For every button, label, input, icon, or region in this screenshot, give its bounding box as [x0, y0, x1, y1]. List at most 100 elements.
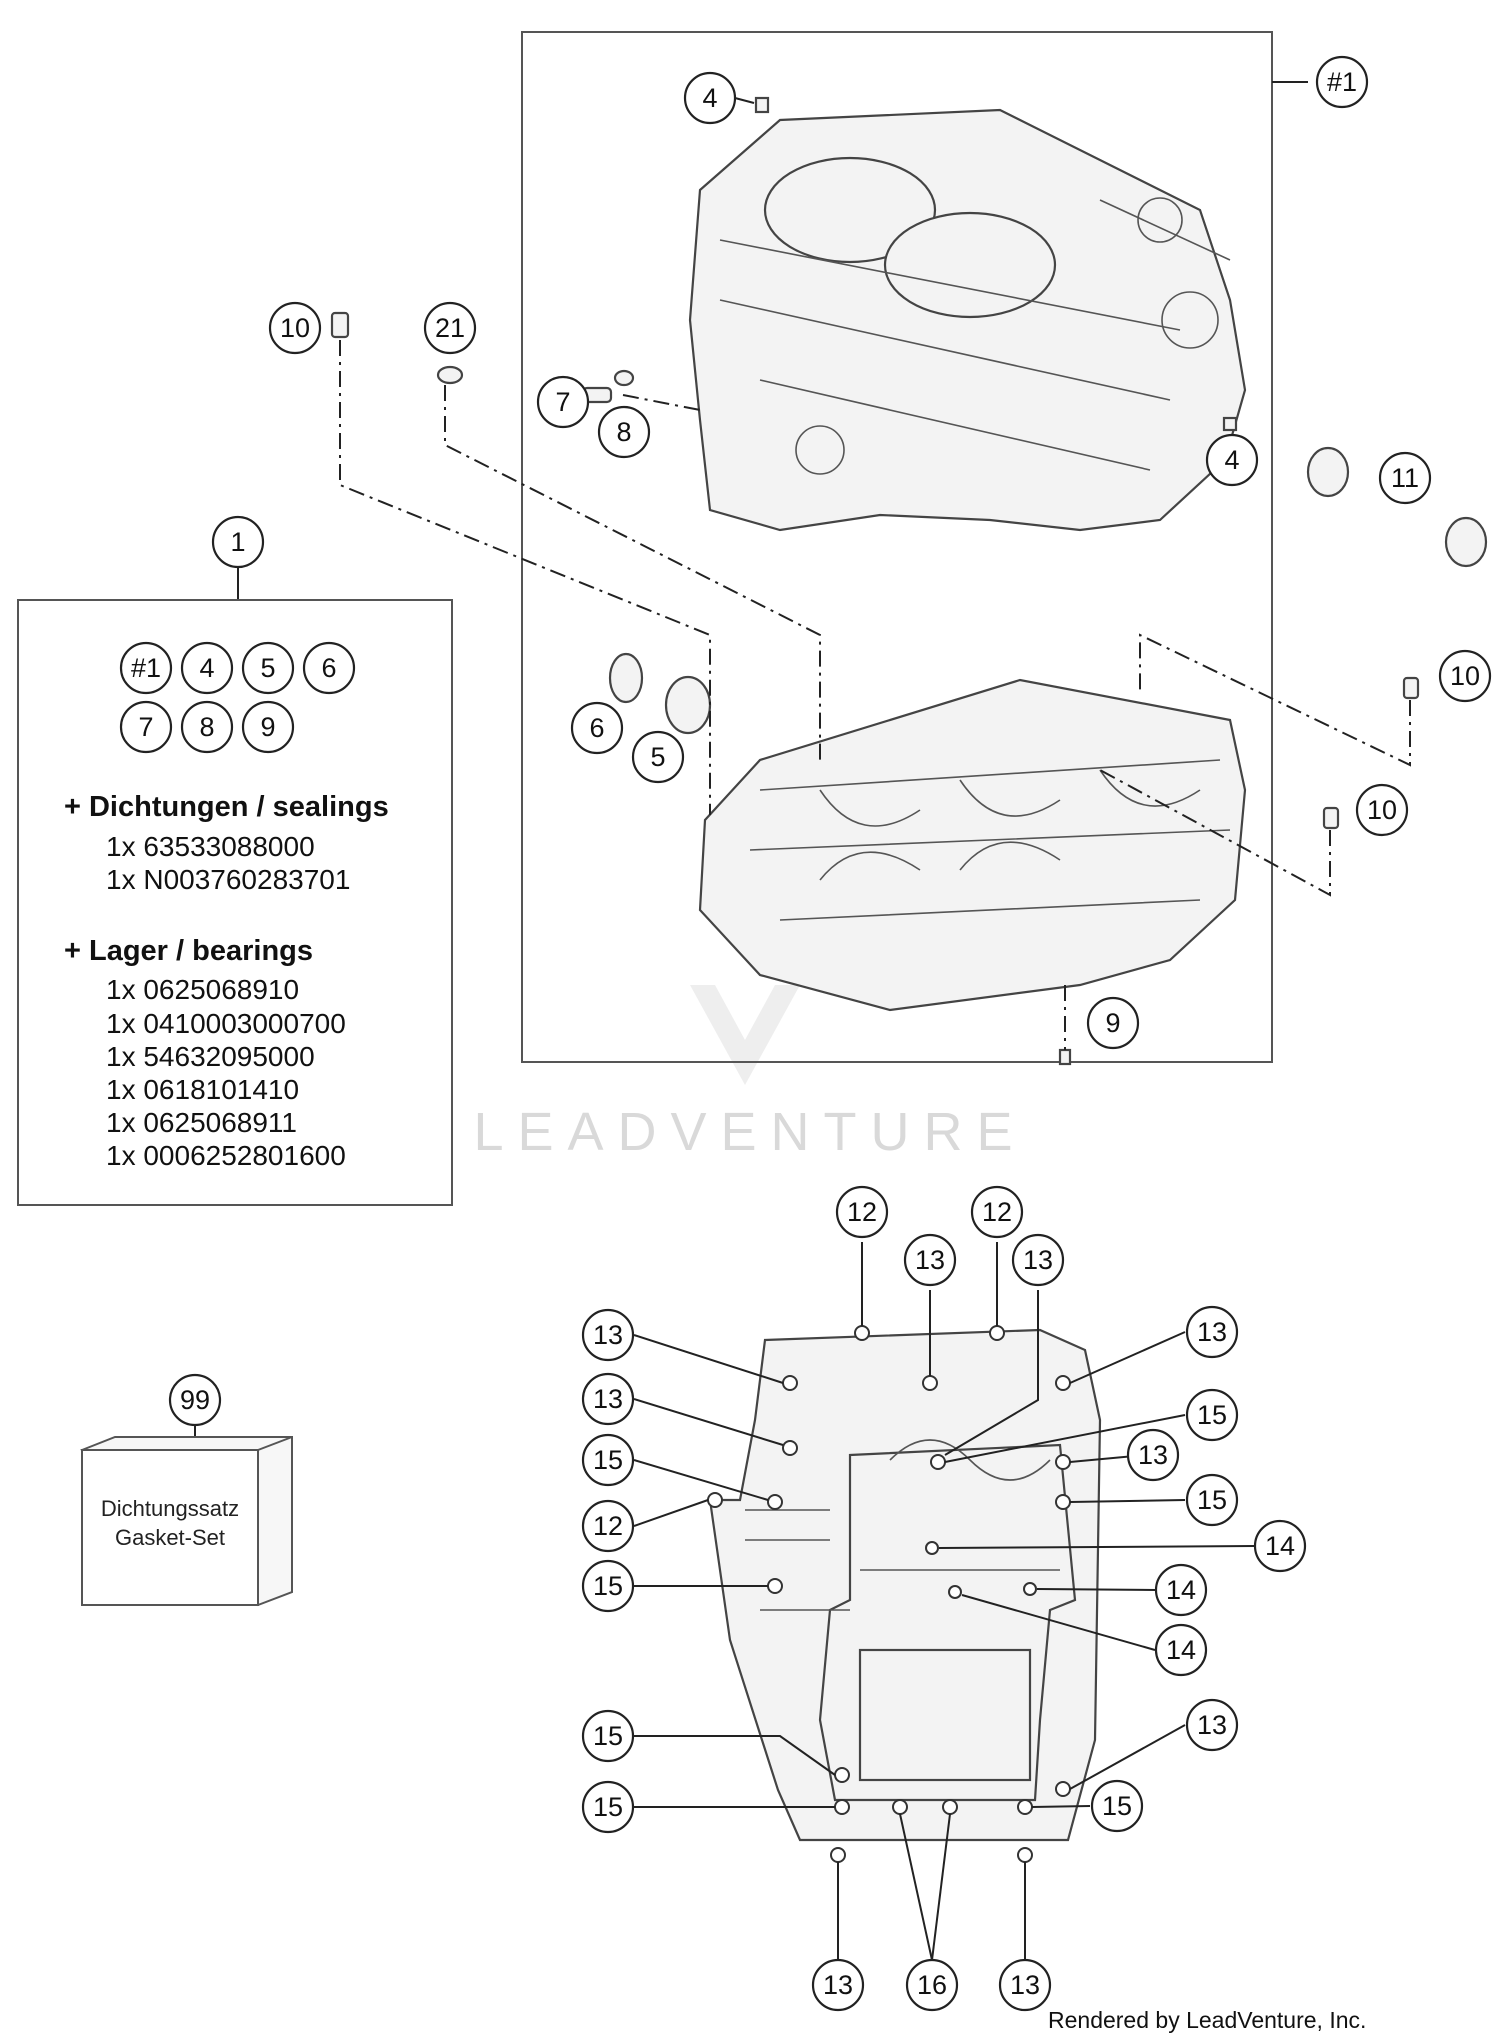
svg-text:12: 12 [847, 1197, 877, 1227]
callout-13-right-1: 13 [1185, 1305, 1239, 1359]
gasket-box-icon [80, 1436, 293, 1607]
bolt-13-icon [830, 1847, 846, 1863]
sealing-item: 1x N003760283701 [106, 864, 350, 895]
callout-13-bottom-right: 13 [998, 1958, 1052, 2012]
bolt-13-icon [1017, 1847, 1033, 1863]
watermark-text: LEADVENTURE [473, 1102, 1026, 1162]
svg-text:9: 9 [260, 712, 275, 742]
svg-text:7: 7 [138, 712, 153, 742]
bolt-16-icon [892, 1799, 908, 1815]
svg-text:21: 21 [435, 313, 465, 343]
svg-text:16: 16 [917, 1970, 947, 2000]
sealing-item: 1x 63533088000 [106, 831, 315, 862]
callout-15-right-1: 15 [1185, 1388, 1239, 1442]
svg-text:14: 14 [1166, 1575, 1196, 1605]
assembly-line-10-left [339, 340, 711, 815]
callout-21: 21 [423, 301, 477, 355]
callout-13-left-2: 13 [581, 1372, 635, 1426]
callout-13-top-center: 13 [903, 1233, 957, 1287]
callout-10-left: 10 [268, 301, 322, 355]
seal-8-icon [613, 369, 635, 387]
bolt-13-icon [1055, 1454, 1071, 1470]
callout-15-left-1: 15 [581, 1433, 635, 1487]
dowel-10-right-bottom-icon [1322, 806, 1340, 830]
bolt-12-icon [854, 1325, 870, 1341]
callout-13-bottom-left: 13 [811, 1958, 865, 2012]
kit-chip-5: 7 [119, 700, 173, 754]
svg-text:8: 8 [199, 712, 214, 742]
callout-12-top-left: 12 [835, 1185, 889, 1239]
assembly-line-10-right-top [1139, 633, 1411, 767]
svg-text:13: 13 [1023, 1245, 1053, 1275]
dowel-10-right-top-icon [1402, 676, 1420, 700]
bolt-15-icon [767, 1578, 783, 1594]
callout-9: 9 [1086, 996, 1140, 1050]
upper-crankcase-illustration [688, 108, 1247, 532]
bolt-15-icon [1055, 1494, 1071, 1510]
svg-text:10: 10 [1367, 795, 1397, 825]
callout-99: 99 [168, 1373, 222, 1427]
bolt-13-icon [922, 1375, 938, 1391]
callout-14-right-3: 14 [1154, 1623, 1208, 1677]
kit-chip-1: #1 [119, 641, 173, 695]
assembly-line-21 [444, 385, 821, 760]
callout-8: 8 [597, 405, 651, 459]
washer-21-icon [436, 365, 464, 385]
bearing-item: 1x 0410003000700 [106, 1008, 346, 1039]
svg-text:13: 13 [823, 1970, 853, 2000]
callout-13-top-right: 13 [1011, 1233, 1065, 1287]
svg-text:6: 6 [589, 713, 604, 743]
callout-hash1: #1 [1315, 55, 1369, 109]
svg-text:#1: #1 [1327, 67, 1357, 97]
callout-4-top: 4 [683, 71, 737, 125]
bolt-12-icon [989, 1325, 1005, 1341]
assembly-line-7 [622, 394, 701, 411]
kit-contents-box: 1 #1 4 5 6 7 8 9 + Dichtungen / sealings… [17, 515, 453, 1206]
svg-text:13: 13 [1138, 1440, 1168, 1470]
bearing-item: 1x 0618101410 [106, 1074, 299, 1105]
svg-text:15: 15 [1197, 1400, 1227, 1430]
bolt-13-icon [782, 1440, 798, 1456]
svg-text:13: 13 [1197, 1317, 1227, 1347]
svg-text:4: 4 [199, 653, 214, 683]
crankcase-bottom-view-illustration [708, 1328, 1102, 1842]
o-ring-6-icon [608, 652, 644, 704]
bolt-15-icon [834, 1799, 850, 1815]
svg-text:13: 13 [593, 1320, 623, 1350]
shaft-seal-5-icon [664, 675, 712, 735]
kit-chip-7: 9 [241, 700, 295, 754]
callout-14-right-2: 14 [1154, 1563, 1208, 1617]
bolt-9-icon [1058, 1048, 1072, 1066]
callout-4-right: 4 [1205, 433, 1259, 487]
svg-text:15: 15 [593, 1445, 623, 1475]
svg-text:1: 1 [230, 527, 245, 557]
bearing-item: 1x 0625068911 [106, 1107, 297, 1138]
svg-text:14: 14 [1166, 1635, 1196, 1665]
bolt-15-icon [930, 1454, 946, 1470]
bearing-11b-icon [1444, 516, 1488, 568]
svg-text:15: 15 [593, 1571, 623, 1601]
callout-1: 1 [211, 515, 265, 569]
bolt-15-icon [767, 1494, 783, 1510]
svg-text:15: 15 [593, 1721, 623, 1751]
dowel-10-left-icon [330, 311, 350, 339]
svg-text:12: 12 [593, 1511, 623, 1541]
assembly-line-10-right-bottom [1099, 769, 1331, 897]
gasket-label-line1: Dichtungssatz [101, 1496, 239, 1521]
bolt-14-icon [948, 1585, 962, 1599]
kit-chip-3: 5 [241, 641, 295, 695]
callout-12-left: 12 [581, 1499, 635, 1553]
lower-crankcase-illustration [698, 678, 1247, 1012]
callout-15-left-4: 15 [581, 1780, 635, 1834]
bolt-13-icon [1055, 1375, 1071, 1391]
svg-text:4: 4 [1224, 445, 1239, 475]
svg-text:13: 13 [593, 1384, 623, 1414]
kit-chip-4: 6 [302, 641, 356, 695]
svg-text:14: 14 [1265, 1531, 1295, 1561]
bolt-15-icon [1017, 1799, 1033, 1815]
bottom-leaders [633, 1242, 1256, 1961]
bolt-15-icon [834, 1767, 850, 1783]
callout-11: 11 [1378, 451, 1432, 505]
kit-frame [17, 599, 453, 1206]
